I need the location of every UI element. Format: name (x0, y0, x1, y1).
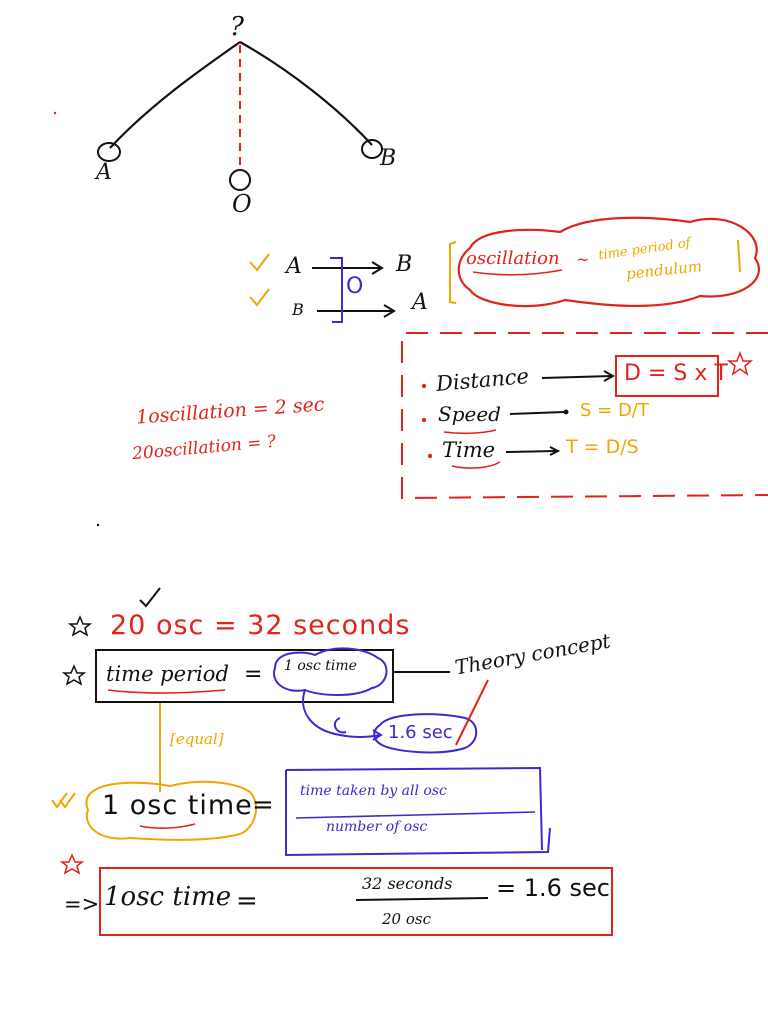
equals-sign: = (252, 790, 274, 820)
pendulum-string-left (109, 41, 241, 149)
pivot-label: ? (230, 12, 244, 42)
final-left: 1osc time (104, 882, 232, 912)
equal-tag: [equal] (170, 730, 224, 748)
bracket-mark: O (346, 274, 364, 299)
formula-box (401, 332, 768, 500)
bob-center (229, 169, 251, 191)
path-row2-end: A (412, 290, 428, 315)
distance-formula: D = S x T (624, 361, 728, 386)
one-osc-time: 1 osc time (102, 790, 253, 821)
star-icon (59, 853, 85, 875)
answer-bubble (373, 713, 478, 754)
speed-formula: S = D/T (580, 400, 649, 421)
check-icon (51, 792, 76, 809)
orange-mark (737, 239, 741, 273)
cloud-oscillation (457, 216, 761, 308)
bullet-icon (421, 417, 427, 423)
check-icon (139, 587, 161, 608)
star-icon (67, 615, 93, 637)
path-row1-start: A (286, 254, 302, 279)
tilde: ~ (576, 250, 590, 269)
ratio-denominator: number of osc (326, 819, 428, 835)
path-row2-start: B (292, 300, 304, 319)
path-row1-end: B (396, 252, 413, 277)
one-osc-time-small: 1 osc time (284, 658, 357, 674)
bob-right-label: B (380, 146, 397, 171)
check-icon (249, 253, 270, 272)
bullet-icon (421, 383, 427, 389)
time-label: Time (442, 438, 496, 462)
final-numerator: 32 seconds (362, 874, 453, 893)
distance-formula-box (615, 355, 719, 397)
oscillation-label: oscillation (466, 248, 560, 269)
final-box (99, 867, 613, 936)
bob-center-label: O (232, 190, 252, 218)
speed-label: Speed (438, 402, 501, 426)
cloud-one-osc (273, 647, 388, 696)
mean-bracket (330, 257, 343, 323)
final-result: = 1.6 sec (496, 874, 610, 902)
check-icon (249, 288, 270, 307)
bob-right (361, 139, 383, 159)
time-formula: T = D/S (566, 436, 639, 458)
time-period-label: time period (106, 662, 229, 686)
orange-bracket (449, 241, 457, 304)
bob-left (97, 142, 121, 162)
answer-bubble-text: 1.6 sec (388, 722, 453, 743)
given-statement: 20 osc = 32 seconds (110, 610, 411, 641)
equals-sign: = (244, 662, 263, 687)
bullet-icon (427, 453, 433, 459)
cloud-osc-time (85, 780, 258, 841)
time-period-box (95, 649, 394, 703)
final-denominator: 20 osc (382, 910, 431, 928)
star-icon (61, 664, 87, 686)
ratio-box (285, 766, 551, 857)
equals-sign: = (236, 886, 258, 916)
ratio-numerator: time taken by all osc (300, 783, 447, 799)
star-icon (726, 350, 754, 376)
pendulum-string-right (239, 41, 373, 146)
bob-left-label: A (96, 160, 112, 185)
implies-sign: => (64, 892, 100, 916)
